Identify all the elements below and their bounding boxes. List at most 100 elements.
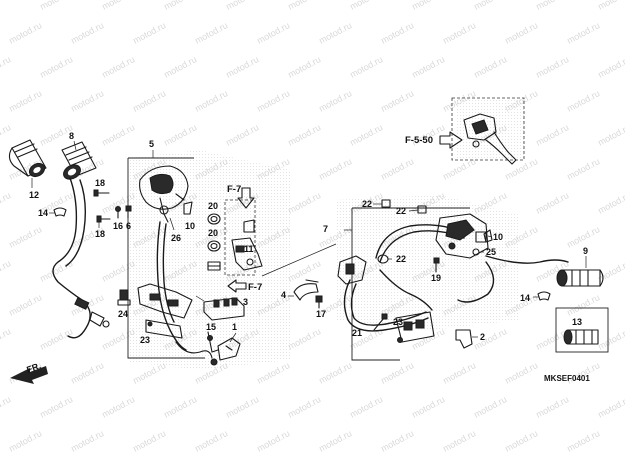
watermark-text: motod.ru bbox=[131, 428, 167, 454]
part-label-3: 3 bbox=[243, 297, 248, 307]
part-label-1: 1 bbox=[232, 322, 237, 332]
part-label-20a: 20 bbox=[208, 201, 218, 211]
watermark-text: motod.ru bbox=[596, 326, 625, 352]
watermark-text: motod.ru bbox=[565, 20, 601, 46]
watermark-text: motod.ru bbox=[100, 54, 136, 80]
watermark-text: motod.ru bbox=[193, 428, 229, 454]
band-lower-left bbox=[207, 261, 221, 271]
watermark-text: motod.ru bbox=[224, 0, 260, 12]
watermark-text: motod.ru bbox=[0, 122, 12, 148]
watermark-text: motod.ru bbox=[317, 156, 353, 182]
clip-22-a bbox=[381, 199, 391, 208]
part-label-11: 11 bbox=[244, 244, 254, 254]
part-label-8: 8 bbox=[69, 131, 74, 141]
bolt-17 bbox=[315, 295, 323, 309]
left-grip-12 bbox=[8, 139, 47, 178]
watermark-text: motod.ru bbox=[286, 394, 322, 420]
left-grip-8 bbox=[61, 141, 97, 180]
front-arrow bbox=[10, 366, 48, 384]
part-label-22b: 22 bbox=[396, 206, 406, 216]
front-label: FR. bbox=[25, 361, 42, 375]
watermark-text: motod.ru bbox=[38, 394, 74, 420]
watermark-text: motod.ru bbox=[317, 20, 353, 46]
watermark-text: motod.ru bbox=[100, 0, 136, 12]
watermark-text: motod.ru bbox=[0, 190, 12, 216]
watermark-text: motod.ru bbox=[224, 54, 260, 80]
watermark-text: motod.ru bbox=[596, 122, 625, 148]
watermark-text: motod.ru bbox=[193, 20, 229, 46]
watermark-text: motod.ru bbox=[162, 394, 198, 420]
clamp-1 bbox=[217, 337, 241, 361]
watermark-text: motod.ru bbox=[534, 54, 570, 80]
watermark-text: motod.ru bbox=[410, 394, 446, 420]
watermark-text: motod.ru bbox=[162, 54, 198, 80]
part-label-23a: 23 bbox=[140, 335, 150, 345]
watermark-text: motod.ru bbox=[255, 20, 291, 46]
collar-20-lower bbox=[207, 240, 221, 252]
watermark-text: motod.ru bbox=[286, 0, 322, 12]
right-heater-wire bbox=[485, 255, 569, 264]
clamp-4 bbox=[293, 279, 319, 301]
watermark-text: motod.ru bbox=[441, 20, 477, 46]
f7-arrow-bottom bbox=[227, 279, 247, 293]
left-switch-halftone bbox=[130, 150, 290, 370]
right-grip-9 bbox=[556, 269, 604, 287]
watermark-text: motod.ru bbox=[255, 428, 291, 454]
part-label-18a: 18 bbox=[95, 178, 105, 188]
clip-14-left bbox=[53, 207, 67, 217]
watermark-text: motod.ru bbox=[7, 292, 43, 318]
part-label-25: 25 bbox=[486, 247, 496, 257]
collar-20-upper bbox=[207, 213, 221, 225]
watermark-text: motod.ru bbox=[286, 54, 322, 80]
watermark-text: motod.ru bbox=[38, 326, 74, 352]
left-heater-wire bbox=[52, 177, 91, 339]
left-switch-harness bbox=[156, 221, 187, 351]
clip-14-right bbox=[537, 291, 551, 301]
screw-18-lower bbox=[96, 215, 111, 223]
watermark-text: motod.ru bbox=[379, 428, 415, 454]
watermark-text: motod.ru bbox=[472, 54, 508, 80]
watermark-text: motod.ru bbox=[7, 88, 43, 114]
part-7-bracket-line bbox=[351, 208, 400, 361]
part-label-4: 4 bbox=[281, 290, 286, 300]
left-switch-lower-body bbox=[137, 283, 193, 319]
clip-10-left bbox=[183, 201, 193, 215]
watermark-text: motod.ru bbox=[503, 20, 539, 46]
ref-f7-top: F-7 bbox=[227, 184, 241, 195]
part-label-19: 19 bbox=[431, 273, 441, 283]
watermark-text: motod.ru bbox=[348, 54, 384, 80]
watermark-text: motod.ru bbox=[286, 326, 322, 352]
grip-13 bbox=[563, 329, 599, 345]
brake-lever-reference bbox=[451, 97, 525, 165]
watermark-text: motod.ru bbox=[286, 122, 322, 148]
watermark-text: motod.ru bbox=[193, 88, 229, 114]
watermark-text: motod.ru bbox=[379, 360, 415, 386]
right-switch-halftone bbox=[335, 195, 520, 330]
watermark-text: motod.ru bbox=[317, 360, 353, 386]
watermark-text: motod.ru bbox=[534, 394, 570, 420]
watermark-text: motod.ru bbox=[69, 360, 105, 386]
screw-21 bbox=[373, 313, 388, 331]
watermark-text: motod.ru bbox=[7, 20, 43, 46]
watermark-text: motod.ru bbox=[69, 428, 105, 454]
part-label-12: 12 bbox=[29, 190, 39, 200]
ref-f7-bottom: F-7 bbox=[248, 282, 262, 293]
watermark-text: motod.ru bbox=[379, 88, 415, 114]
watermark-text: motod.ru bbox=[348, 394, 384, 420]
watermark-text: motod.ru bbox=[410, 54, 446, 80]
watermark-text: motod.ru bbox=[100, 122, 136, 148]
watermark-text: motod.ru bbox=[379, 20, 415, 46]
watermark-text: motod.ru bbox=[503, 428, 539, 454]
switch-11 bbox=[231, 219, 263, 271]
left-sub-switch bbox=[337, 255, 367, 285]
part-label-10a: 10 bbox=[185, 221, 195, 231]
part-label-22a: 22 bbox=[362, 199, 372, 209]
watermark-text: motod.ru bbox=[224, 394, 260, 420]
watermark-text: motod.ru bbox=[565, 292, 601, 318]
watermark-text: motod.ru bbox=[162, 122, 198, 148]
part-label-9: 9 bbox=[583, 246, 588, 256]
watermark-text: motod.ru bbox=[565, 428, 601, 454]
screw-18-upper bbox=[93, 189, 110, 197]
